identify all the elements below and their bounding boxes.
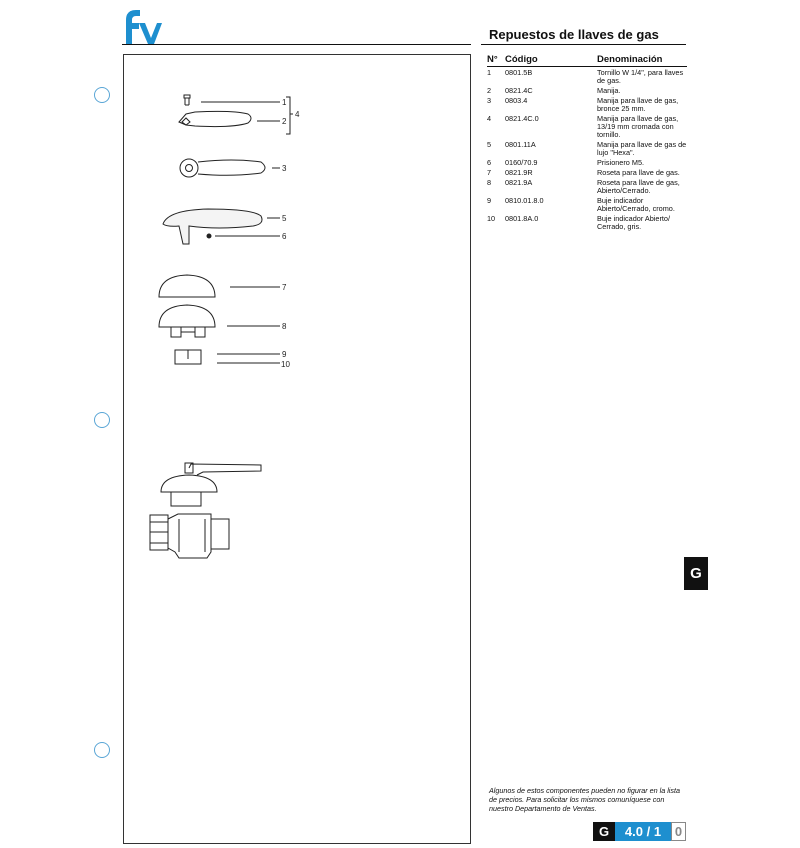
- row-name: Manija para llave de gas, 13/19 mm croma…: [597, 114, 679, 139]
- page-title: Repuestos de llaves de gas: [489, 27, 659, 42]
- row-code: 0803.4: [505, 96, 528, 105]
- binder-hole: [94, 87, 110, 103]
- row-name: Manija para llave de gas de lujo "Hexa".: [597, 140, 687, 157]
- section-tab: G: [684, 557, 708, 590]
- binder-hole: [94, 742, 110, 758]
- part-rosette-8: [158, 304, 280, 338]
- binder-hole: [94, 412, 110, 428]
- row-name: Manija para llave de gas, bronce 25 mm.: [597, 96, 679, 113]
- part-handle-3: [179, 158, 280, 178]
- footer-note: Algunos de estos componentes pueden no f…: [489, 786, 680, 813]
- table-row: 7 0821.9R Roseta para llave de gas.: [487, 167, 687, 177]
- page-revision: 0: [671, 822, 686, 841]
- page-code: G 4.0 / 1 0: [593, 822, 686, 841]
- part-bushing-9: [174, 349, 280, 365]
- row-name: Tornillo W 1/4", para llaves de gas.: [597, 68, 684, 85]
- callout-6: 6: [282, 232, 287, 241]
- callout-1: 1: [282, 98, 287, 107]
- header-number: N°: [487, 54, 498, 65]
- callout-10: 10: [281, 360, 290, 369]
- row-code: 0801.5B: [505, 68, 533, 77]
- callout-5: 5: [282, 214, 287, 223]
- parts-table: N° Código Denominación 1 0801.5B Tornill…: [487, 54, 687, 231]
- row-code: 0821.4C: [505, 86, 533, 95]
- page-number: 4.0 / 1: [615, 822, 671, 841]
- row-code: 0821.9R: [505, 168, 533, 177]
- row-number: 2: [487, 86, 492, 95]
- callout-4: 4: [295, 110, 300, 119]
- row-number: 10: [487, 214, 496, 223]
- drawing-frame: [123, 54, 471, 844]
- callout-7: 7: [282, 283, 287, 292]
- fv-logo: [126, 10, 162, 44]
- table-row: 10 0801.8A.0 Buje indicador Abierto/ Cer…: [487, 213, 687, 231]
- row-number: 6: [487, 158, 492, 167]
- part-rosette-7: [158, 274, 280, 298]
- row-name: Buje indicador Abierto/ Cerrado, gris.: [597, 214, 671, 231]
- row-code: 0801.8A.0: [505, 214, 539, 223]
- row-name: Buje indicador Abierto/Cerrado, cromo.: [597, 196, 675, 213]
- row-number: 1: [487, 68, 492, 77]
- table-row: 3 0803.4 Manija para llave de gas, bronc…: [487, 95, 687, 113]
- table-header-row: N° Código Denominación: [487, 54, 687, 67]
- row-number: 8: [487, 178, 492, 187]
- table-row: 2 0821.4C Manija.: [487, 85, 687, 95]
- callout-9: 9: [282, 350, 287, 359]
- row-code: 0801.11A: [505, 140, 536, 149]
- header-name: Denominación: [597, 54, 663, 65]
- row-code: 0810.01.8.0: [505, 196, 544, 205]
- callout-8: 8: [282, 322, 287, 331]
- row-name: Manija.: [597, 86, 621, 95]
- row-number: 7: [487, 168, 492, 177]
- row-name: Roseta para llave de gas.: [597, 168, 680, 177]
- row-name: Prisionero M5.: [597, 158, 645, 167]
- header-rule: [122, 44, 471, 45]
- row-number: 5: [487, 140, 492, 149]
- row-number: 3: [487, 96, 492, 105]
- valve-assembly: [149, 462, 262, 559]
- table-row: 9 0810.01.8.0 Buje indicador Abierto/Cer…: [487, 195, 687, 213]
- table-row: 8 0821.9A Roseta para llave de gas, Abie…: [487, 177, 687, 195]
- row-code: 0821.9A: [505, 178, 533, 187]
- parts-diagram: 1 2 4 3 5 6 7 8 9 10: [149, 94, 300, 559]
- callout-3: 3: [282, 164, 287, 173]
- table-row: 4 0821.4C.0 Manija para llave de gas, 13…: [487, 113, 687, 139]
- part-screw-1: [183, 94, 280, 106]
- callout-2: 2: [282, 117, 287, 126]
- part-lever-5: [162, 208, 263, 245]
- page-section-letter: G: [593, 822, 615, 841]
- row-code: 0821.4C.0: [505, 114, 539, 123]
- row-number: 9: [487, 196, 492, 205]
- part-handle-2: [178, 110, 280, 128]
- row-number: 4: [487, 114, 492, 123]
- title-rule: [481, 44, 686, 45]
- table-row: 5 0801.11A Manija para llave de gas de l…: [487, 139, 687, 157]
- table-row: 6 0160/70.9 Prisionero M5.: [487, 157, 687, 167]
- row-code: 0160/70.9: [505, 158, 538, 167]
- row-name: Roseta para llave de gas, Abierto/Cerrad…: [597, 178, 680, 195]
- table-row: 1 0801.5B Tornillo W 1/4", para llaves d…: [487, 67, 687, 86]
- header-code: Código: [505, 54, 538, 65]
